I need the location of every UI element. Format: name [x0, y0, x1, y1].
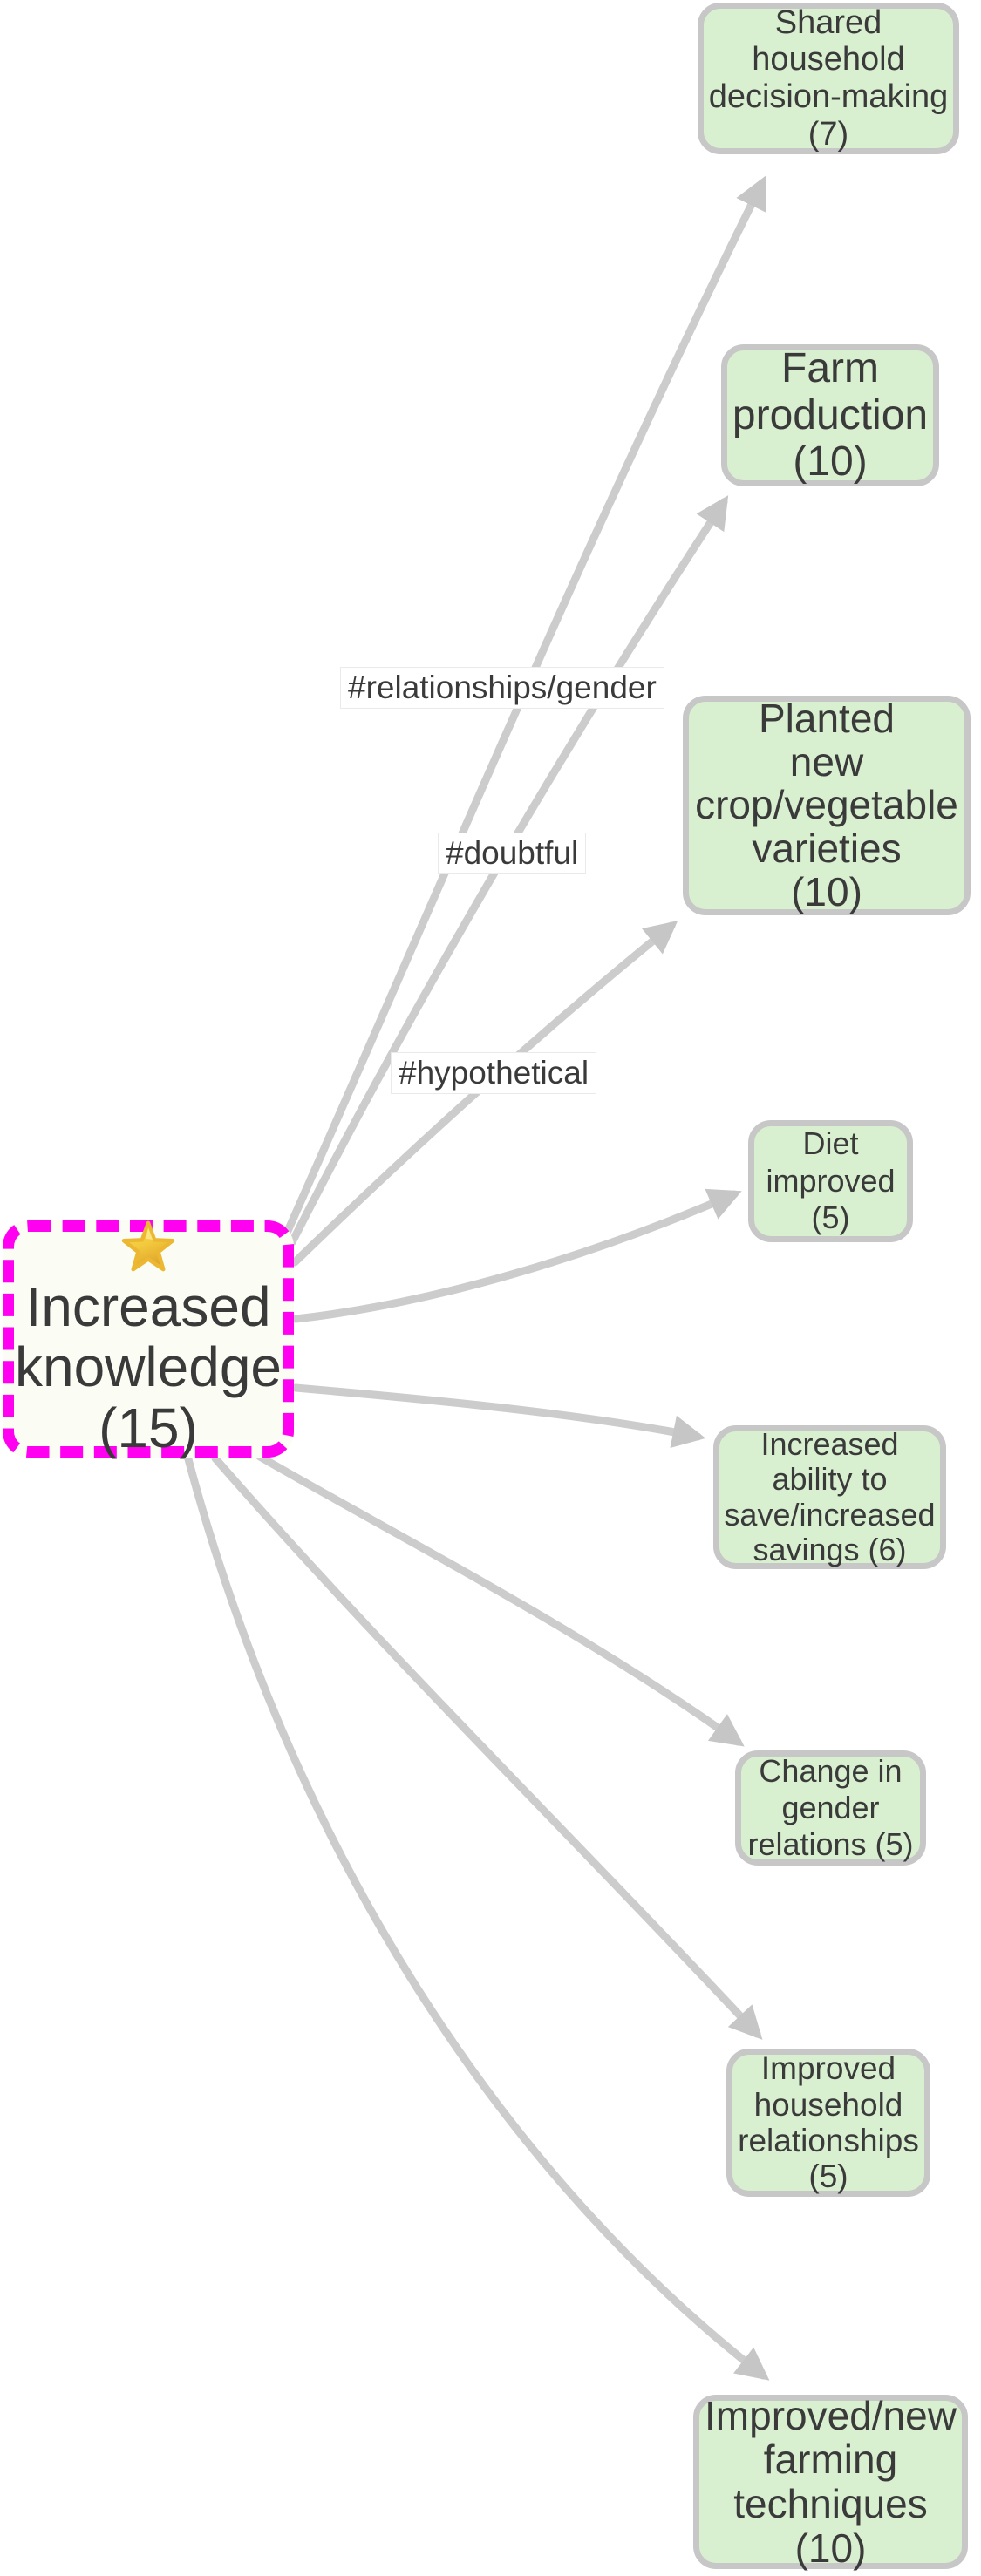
node-shared-household-decision-making[interactable]: Shared household decision-making (7)	[698, 3, 959, 154]
node-label: Improved household relationships (5)	[738, 2050, 919, 2195]
node-improved-household-relationships[interactable]: Improved household relationships (5)	[726, 2049, 930, 2197]
edge-to-planted-new-crop-vegetable-varieties[interactable]	[290, 921, 678, 1267]
node-diet-improved[interactable]: Diet improved (5)	[748, 1120, 913, 1242]
edge-to-diet-improved[interactable]	[291, 1188, 742, 1323]
edge-to-improved-household-relationships[interactable]	[211, 1454, 763, 2040]
node-increased-ability-to-save[interactable]: Increased ability to save/increased savi…	[713, 1425, 946, 1569]
edge-to-shared-household-decision-making[interactable]	[283, 175, 766, 1235]
node-change-in-gender-relations[interactable]: Change in gender relations (5)	[735, 1750, 926, 1866]
edge-to-increased-ability-to-save[interactable]	[291, 1383, 706, 1448]
edge-label-hypothetical[interactable]: #hypothetical	[391, 1052, 597, 1094]
node-improved-new-farming-techniques[interactable]: Improved/new farming techniques (10)	[693, 2392, 968, 2571]
edge-label-relationships-gender[interactable]: #relationships/gender	[340, 667, 664, 709]
edge-to-change-in-gender-relations[interactable]	[255, 1452, 745, 1747]
node-label: Increased knowledge (15)	[15, 1275, 282, 1459]
node-label: Diet improved (5)	[766, 1125, 896, 1236]
node-label: Shared household decision-making (7)	[708, 3, 949, 153]
node-label: Change in gender relations (5)	[747, 1753, 914, 1862]
node-label: Farm production (10)	[732, 344, 929, 486]
edge-to-improved-new-farming-techniques[interactable]	[184, 1455, 770, 2381]
node-label: Planted new crop/vegetable varieties (10…	[695, 695, 958, 914]
node-label: Improved/new farming techniques (10)	[705, 2392, 957, 2571]
node-farm-production[interactable]: Farm production (10)	[721, 344, 939, 486]
star-icon	[121, 1220, 175, 1272]
node-increased-knowledge[interactable]: Increased knowledge (15)	[3, 1220, 294, 1458]
edge-label-doubtful[interactable]: #doubtful	[438, 833, 587, 874]
node-label: Increased ability to save/increased savi…	[724, 1425, 936, 1567]
node-planted-new-crop-vegetable-varieties[interactable]: Planted new crop/vegetable varieties (10…	[683, 696, 971, 915]
